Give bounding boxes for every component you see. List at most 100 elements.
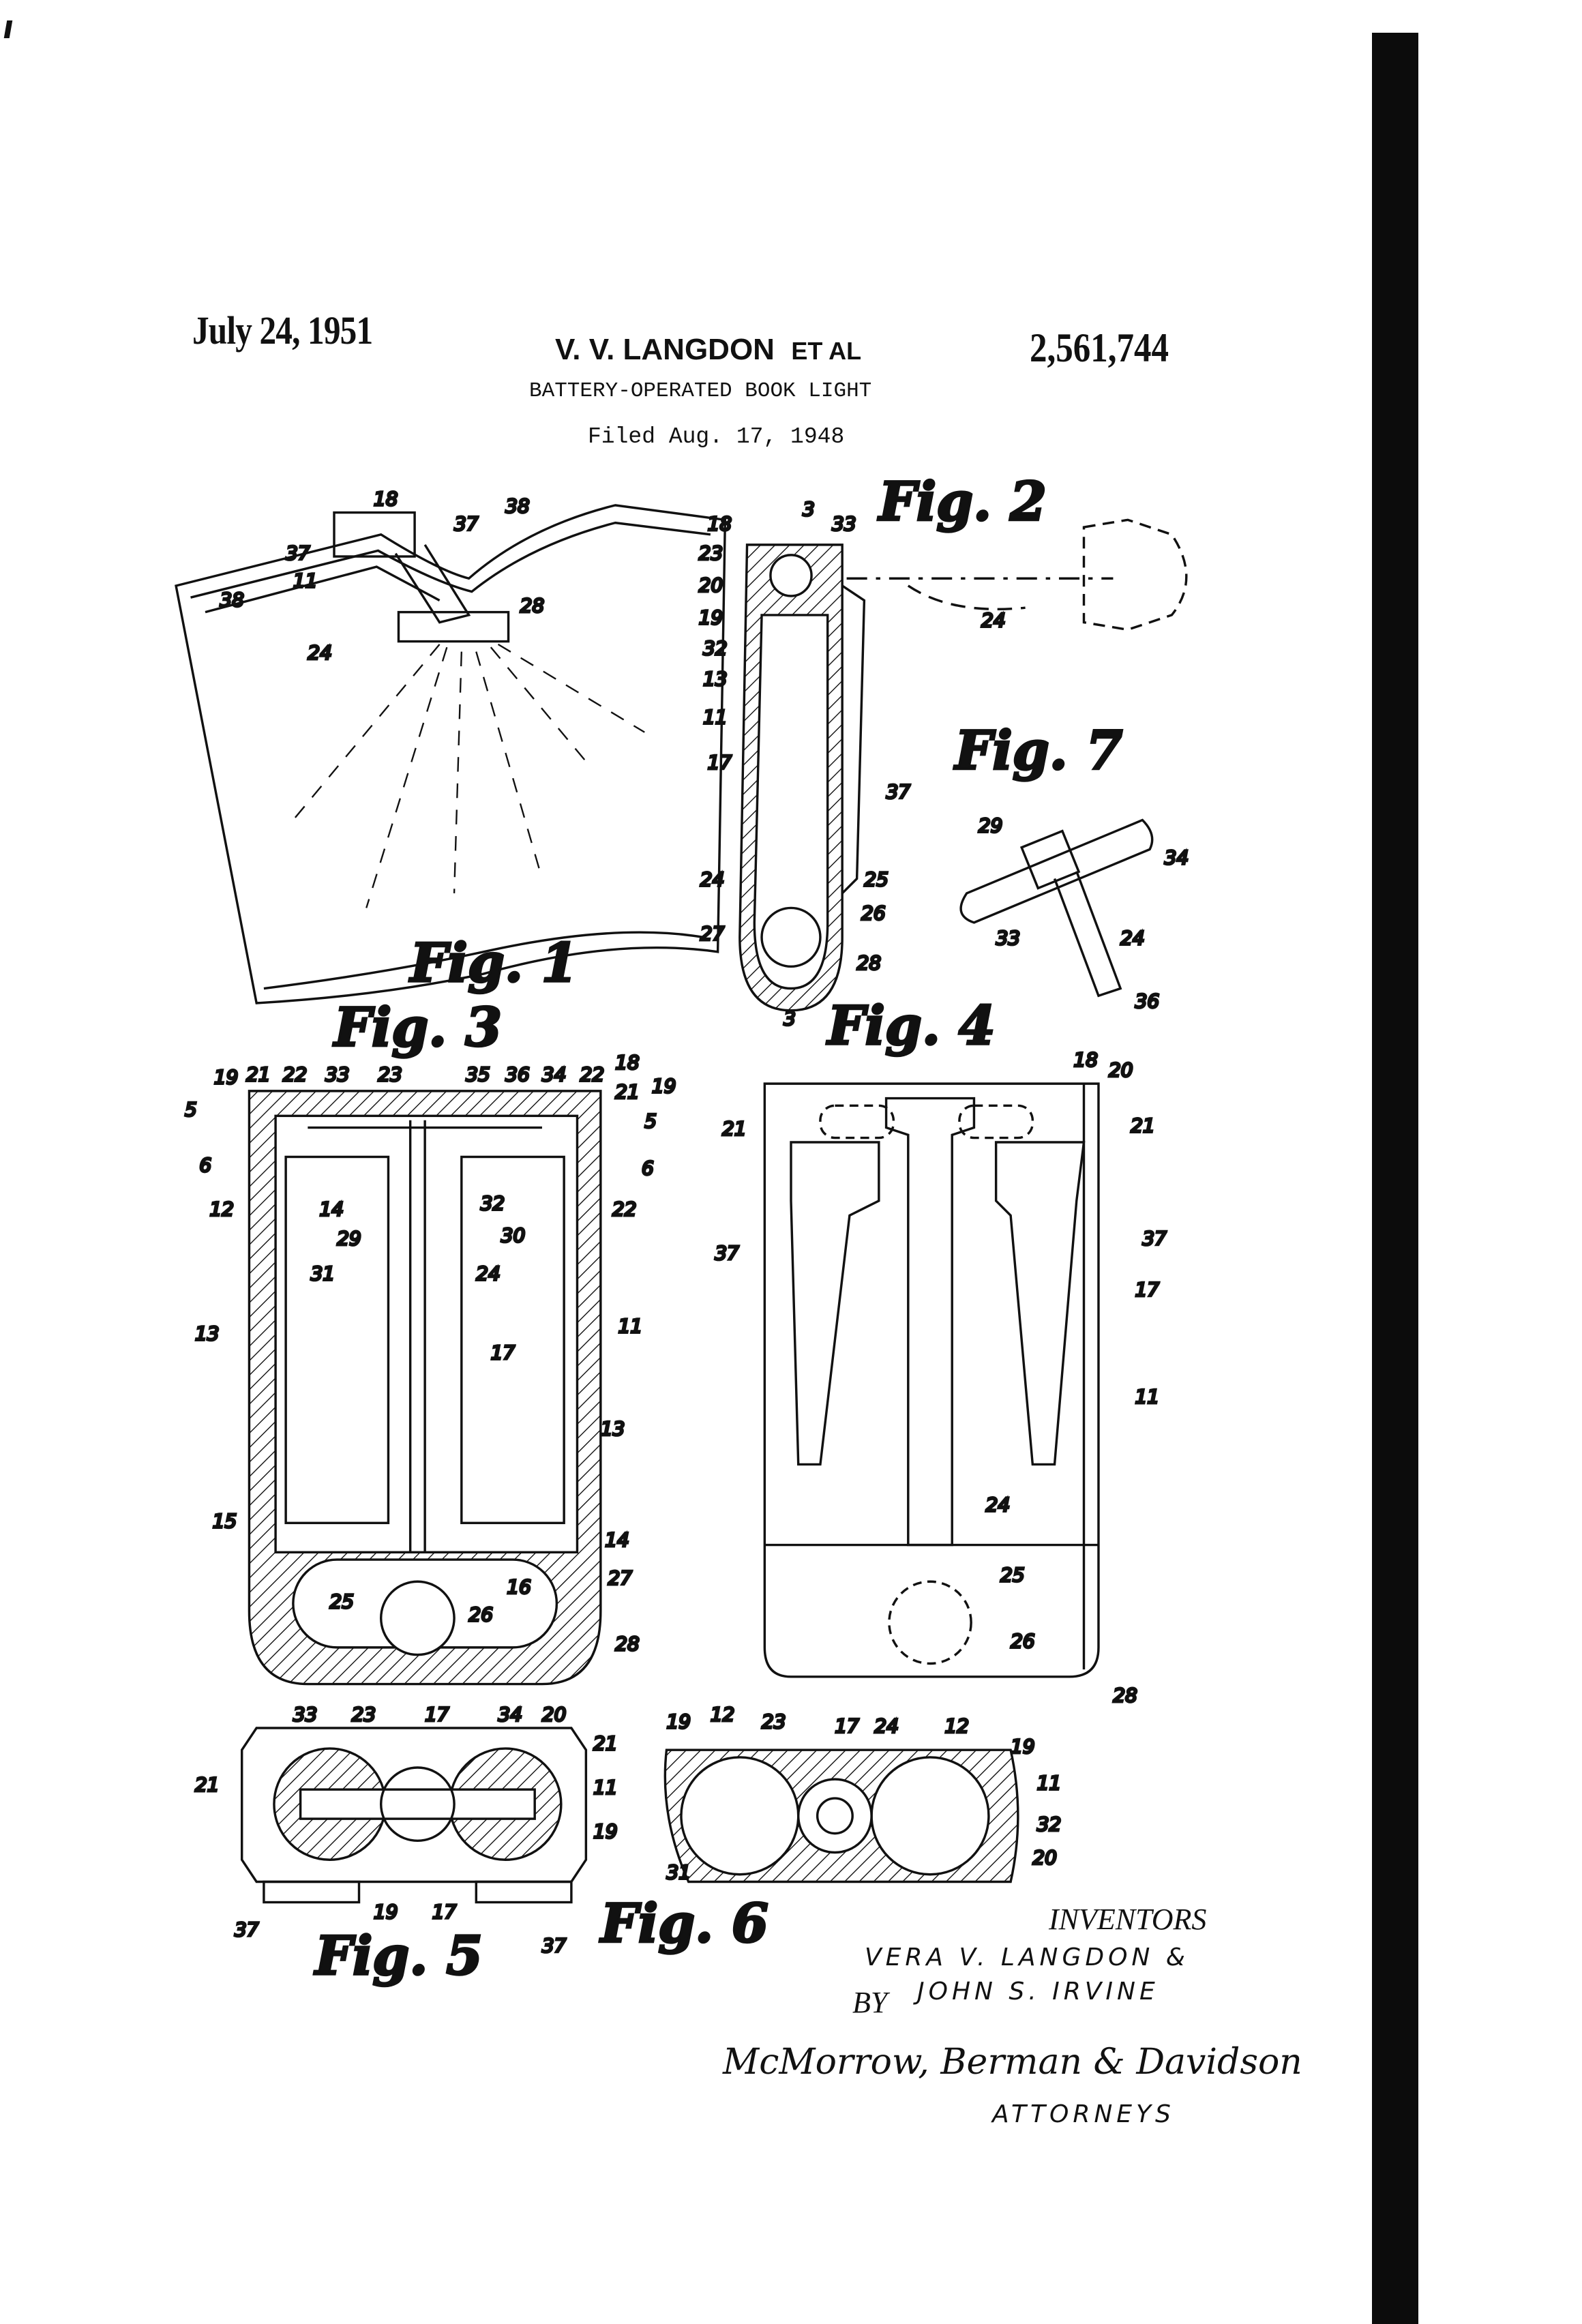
- ref-numeral: 25: [330, 1590, 355, 1613]
- fig-3-label: Fig. 3: [333, 996, 502, 1058]
- ref-numeral: 21: [246, 1063, 271, 1086]
- fig-1-label: Fig. 1: [409, 932, 578, 994]
- ref-numeral: 17: [432, 1901, 457, 1923]
- ref-numeral: 20: [1032, 1847, 1057, 1869]
- ref-numeral: 38: [505, 495, 530, 518]
- ref-numeral: 24: [986, 1493, 1011, 1516]
- ref-numeral: 32: [703, 637, 728, 659]
- ref-numeral: 28: [520, 595, 545, 617]
- ref-numeral: 26: [1011, 1630, 1035, 1652]
- ref-numeral: 25: [1000, 1564, 1025, 1586]
- inventors-heading: INVENTORS: [1049, 1903, 1207, 1936]
- ref-numeral: 21: [615, 1081, 640, 1103]
- inventor-name-1: VERA V. LANGDON &: [865, 1943, 1189, 1971]
- ref-numeral: 21: [593, 1732, 618, 1755]
- ref-numeral: 24: [874, 1714, 899, 1737]
- ref-numeral: 21: [195, 1773, 220, 1796]
- ref-numeral: 34: [542, 1063, 567, 1086]
- ref-numeral: 12: [711, 1703, 735, 1725]
- ref-numeral: 23: [762, 1710, 786, 1733]
- ref-numeral: 22: [612, 1197, 637, 1220]
- ref-numeral: 19: [1011, 1735, 1035, 1757]
- ref-numeral: 12: [209, 1197, 234, 1220]
- patent-title: BATTERY-OPERATED BOOK LIGHT: [529, 379, 872, 403]
- figure-3-drawing: Fig. 3 21 22 33 23 35 36 34 22 18 19 21 …: [183, 996, 677, 1686]
- ref-numeral: 25: [864, 868, 889, 891]
- ref-numeral: 26: [469, 1603, 494, 1626]
- ref-numeral: 37: [542, 1935, 567, 1957]
- ref-numeral: 17: [708, 751, 732, 773]
- ref-numeral: 29: [979, 814, 1003, 837]
- fig-7-label: Fig. 7: [954, 719, 1123, 781]
- ref-numeral: 19: [214, 1066, 239, 1088]
- ref-numeral: 3: [803, 498, 815, 520]
- ref-numeral: 23: [352, 1703, 376, 1725]
- ref-numeral: 11: [703, 706, 728, 728]
- ref-numeral: 34: [498, 1703, 523, 1725]
- figure-2-drawing: Fig. 2 18 3 33 23 20 19 32 13 11 17 37 2…: [698, 470, 1188, 1031]
- ref-numeral: 23: [378, 1063, 402, 1086]
- et-al: ET AL: [791, 337, 862, 365]
- ref-numeral: 34: [1165, 846, 1189, 869]
- ref-numeral: 15: [213, 1510, 237, 1532]
- ref-numeral: 22: [283, 1063, 308, 1086]
- ref-numeral: 20: [542, 1703, 567, 1725]
- attorneys-label: ATTORNEYS: [992, 2100, 1175, 2128]
- ref-numeral: 13: [601, 1417, 625, 1440]
- fig-4-label: Fig. 4: [826, 995, 996, 1057]
- ref-numeral: 23: [699, 541, 723, 564]
- patent-date: July 24, 1951: [192, 308, 373, 353]
- scan-edge-bar: [1372, 33, 1418, 2324]
- ref-numeral: 33: [832, 512, 856, 535]
- ref-numeral: 24: [476, 1262, 501, 1285]
- ref-numeral: 33: [293, 1703, 318, 1725]
- filed-date: Filed Aug. 17, 1948: [588, 424, 845, 449]
- ref-numeral: 18: [1073, 1048, 1098, 1071]
- ref-numeral: 37: [715, 1242, 739, 1264]
- ref-numeral: 3: [783, 1007, 796, 1030]
- ref-numeral: 35: [466, 1063, 490, 1086]
- fig-6-label: Fig. 6: [599, 1893, 768, 1955]
- ref-numeral: 37: [1142, 1227, 1167, 1249]
- ref-numeral: 27: [608, 1567, 633, 1590]
- ref-numeral: 31: [666, 1861, 691, 1883]
- ref-numeral: 19: [699, 606, 723, 629]
- ref-numeral: 17: [425, 1703, 449, 1725]
- ref-numeral: 14: [320, 1197, 344, 1220]
- ref-numeral: 11: [293, 569, 318, 592]
- ref-numeral: 19: [666, 1710, 691, 1733]
- ref-numeral: 21: [1131, 1114, 1155, 1137]
- ref-numeral: 37: [286, 541, 310, 564]
- ref-numeral: 18: [374, 488, 398, 510]
- patent-number: 2,561,744: [1030, 325, 1169, 370]
- ref-numeral: 30: [501, 1224, 526, 1247]
- ref-numeral: 24: [700, 868, 725, 891]
- ref-numeral: 19: [593, 1820, 618, 1843]
- ref-numeral: 37: [235, 1918, 259, 1941]
- ref-numeral: 11: [618, 1315, 643, 1337]
- ref-numeral: 18: [708, 512, 732, 535]
- ref-numeral: 24: [308, 641, 332, 664]
- ref-numeral: 26: [861, 902, 886, 925]
- ref-numeral: 17: [491, 1341, 516, 1364]
- fig-2-label: Fig. 2: [878, 471, 1047, 533]
- ref-numeral: 12: [944, 1714, 969, 1737]
- ref-numeral: 17: [1135, 1278, 1160, 1300]
- ref-numeral: 14: [605, 1529, 629, 1551]
- ref-numeral: 17: [835, 1714, 859, 1737]
- ref-numeral: 33: [996, 927, 1021, 949]
- ref-numeral: 36: [1135, 989, 1160, 1012]
- inventor-short: V. V. LANGDON: [555, 333, 775, 366]
- fig-5-label: Fig. 5: [314, 1925, 483, 1987]
- ref-numeral: 22: [580, 1063, 605, 1086]
- ref-numeral: 11: [1135, 1385, 1160, 1407]
- ref-numeral: 37: [454, 512, 479, 535]
- ref-numeral: 36: [505, 1063, 530, 1086]
- ref-numeral: 24: [981, 609, 1006, 631]
- inventor-header: V. V. LANGDON ET AL: [555, 333, 861, 368]
- ref-numeral: 28: [615, 1633, 640, 1655]
- figure-7-drawing: Fig. 7 29 34 33 24 36: [953, 719, 1190, 1013]
- ref-numeral: 31: [311, 1262, 335, 1285]
- figure-1-drawing: Fig. 1 18 37 38 37 11 38 24 28: [175, 486, 727, 1004]
